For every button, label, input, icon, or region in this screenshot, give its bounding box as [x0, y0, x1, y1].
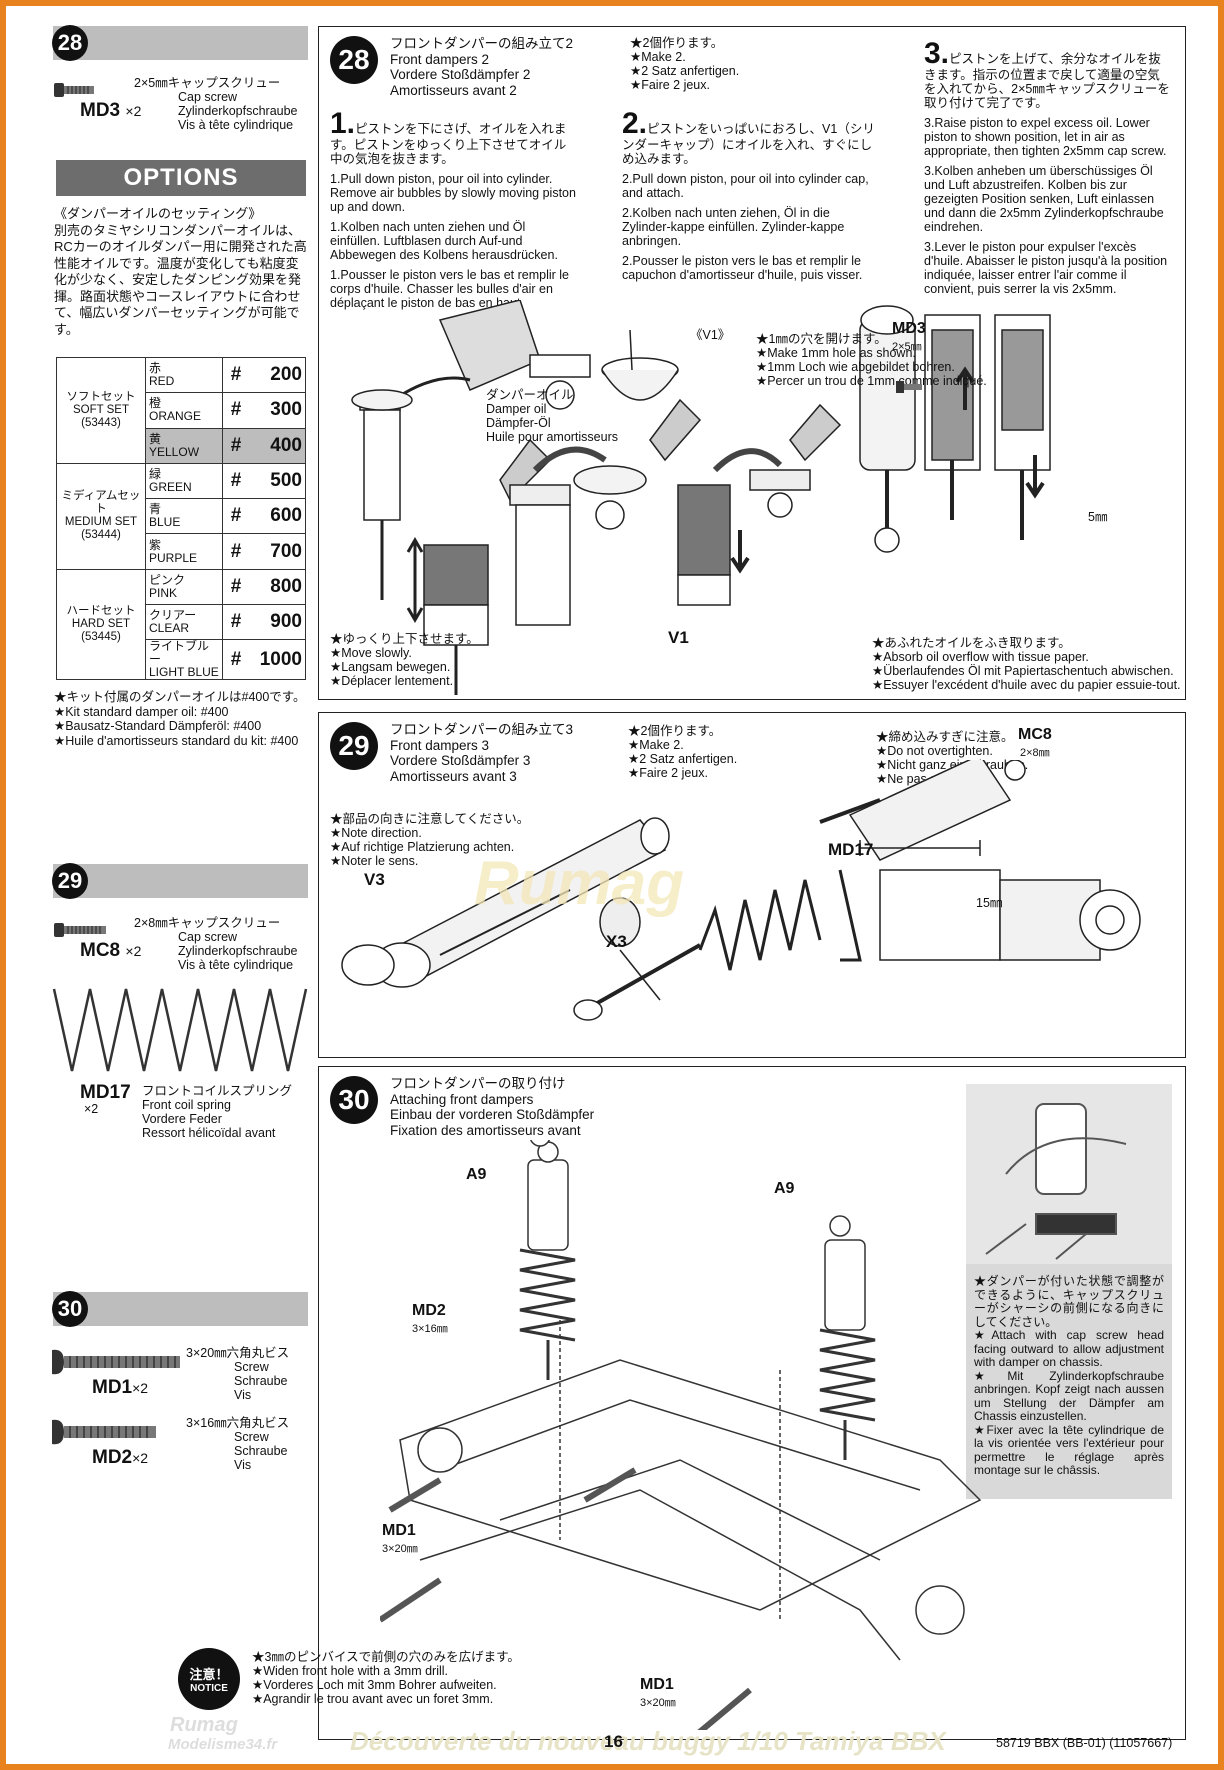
step29-number: 29 — [330, 722, 378, 770]
step28-instruction-1: 1.ピストンを下にさげ、オイルを入れます。ピストンをゆっくり上下させてオイル中の… — [330, 107, 576, 311]
step30-number: 30 — [330, 1076, 378, 1124]
step28-parts-number: 28 — [52, 25, 88, 61]
watermark-caption: Découverte du nouveau buggy 1/10 Tamiya … — [350, 1726, 946, 1756]
step29-illustration — [341, 760, 1141, 1021]
md3-description: 2×5㎜キャップスクリュー Cap screw Zylinderkopfschr… — [134, 76, 298, 132]
note-direction: ★部品の向きに注意してください。 ★Note direction. ★Auf r… — [330, 812, 530, 868]
md2-description: 3×16㎜六角丸ビス Screw Schraube Vis — [186, 1416, 290, 1472]
cap-screw-icon — [54, 83, 94, 97]
front-coil-spring-icon — [52, 988, 308, 1072]
md1-code: MD1×2 — [92, 1377, 149, 1398]
hex-screw-icon — [52, 1349, 180, 1375]
drill-hole-note: ★1㎜の穴を開けます。 ★Make 1mm hole as shown. ★1m… — [756, 332, 987, 388]
kit-oil-note: ★キット付属のダンパーオイルは#400です。 ★Kit standard dam… — [54, 690, 306, 748]
md1-description: 3×20㎜六角丸ビス Screw Schraube Vis — [186, 1346, 290, 1402]
a9-label-left: A9 — [466, 1166, 487, 1183]
attach-note: ★ダンパーが付いた状態で調整ができるように、キャップスクリューがシャーシの前側に… — [974, 1274, 1164, 1477]
page-number: 16 — [604, 1732, 623, 1751]
md3-code: MD3 ×2 — [80, 100, 142, 121]
step28-number: 28 — [330, 36, 378, 84]
step29-parts-number: 29 — [52, 863, 88, 899]
overtighten-note: ★締め込みすぎに注意。 ★Do not overtighten. ★Nicht … — [876, 730, 1029, 786]
damper-photo — [966, 1084, 1172, 1264]
step28-instruction-3: 3.ピストンを上げて、余分なオイルを抜きます。指示の位置まで戻して適量の空気を入… — [924, 37, 1170, 297]
step28-parts-bar — [53, 26, 308, 60]
a9-label-right: A9 — [774, 1180, 795, 1197]
options-header: OPTIONS — [56, 160, 306, 196]
step28-instruction-2: 2.ピストンをいっぱいにおろし、V1（シリンダーキャップ）にオイルを入れ、すぐに… — [622, 107, 875, 283]
kit-reference: 58719 BBX (BB-01) (11057667) — [996, 1736, 1173, 1750]
v1-part-label: V1 — [668, 628, 689, 647]
md17-step-label: MD17 — [828, 840, 874, 859]
watermark-center: Rumag — [474, 849, 685, 918]
md17-code: MD17 — [80, 1082, 131, 1103]
options-description: 《ダンパーオイルのセッティング》 別売のタミヤシリコンダンパーオイルは、RCカー… — [54, 206, 307, 337]
x3-label: X3 — [606, 932, 627, 951]
step29-parts-bar — [53, 864, 308, 898]
watermark-site: Modelisme34.fr — [168, 1736, 278, 1753]
move-slowly-note: ★ゆっくり上下させます。 ★Move slowly. ★Langsam bewe… — [330, 632, 479, 688]
step30-title: フロントダンパーの取り付け Attaching front dampers Ei… — [390, 1076, 595, 1138]
dim-15mm: 15㎜ — [976, 896, 1003, 910]
wipe-oil-note: ★あふれたオイルをふき取ります。 ★Absorb oil overflow wi… — [872, 636, 1181, 692]
hex-screw-icon — [52, 1419, 156, 1445]
damper-oil-label: ダンパーオイル Damper oil Dämpfer-Öl Huile pour… — [486, 388, 618, 444]
step29-title: フロントダンパーの組み立て3 Front dampers 3 Vordere S… — [390, 722, 574, 784]
step28-title: フロントダンパーの組み立て2 Front dampers 2 Vordere S… — [390, 36, 574, 98]
step29-make-note: ★2個作ります。 ★Make 2. ★2 Satz anfertigen. ★F… — [628, 724, 738, 780]
photo-inset: ★ダンパーが付いた状態で調整ができるように、キャップスクリューがシャーシの前側に… — [966, 1084, 1172, 1499]
dim-5mm: 5㎜ — [1088, 510, 1108, 524]
md17-description: フロントコイルスプリング Front coil spring Vordere F… — [142, 1084, 293, 1140]
mc8-code: MC8 ×2 — [80, 940, 142, 961]
step30-parts-bar — [53, 1292, 308, 1326]
watermark-logo: Rumag — [170, 1714, 238, 1736]
step28-make-note: ★2個作ります。 ★Make 2. ★2 Satz anfertigen. ★F… — [630, 36, 740, 92]
drill-front-hole-note: ★3㎜のピンバイスで前側の穴のみを広げます。 ★Widen front hole… — [252, 1650, 520, 1706]
v3-label: V3 — [364, 870, 385, 889]
notice-badge: 注意！ NOTICE — [178, 1648, 240, 1710]
cap-screw-icon — [54, 923, 106, 937]
v1-label: 《V1》 — [690, 328, 731, 342]
step28-illustration — [351, 300, 1051, 695]
md17-qty: ×2 — [84, 1102, 99, 1116]
step30-parts-number: 30 — [52, 1291, 88, 1327]
mc8-description: 2×8㎜キャップスクリュー Cap screw Zylinderkopfschr… — [134, 916, 298, 972]
cap-screw-icon — [896, 381, 922, 393]
md2-code: MD2×2 — [92, 1447, 149, 1468]
chassis-illustration — [380, 1140, 982, 1730]
